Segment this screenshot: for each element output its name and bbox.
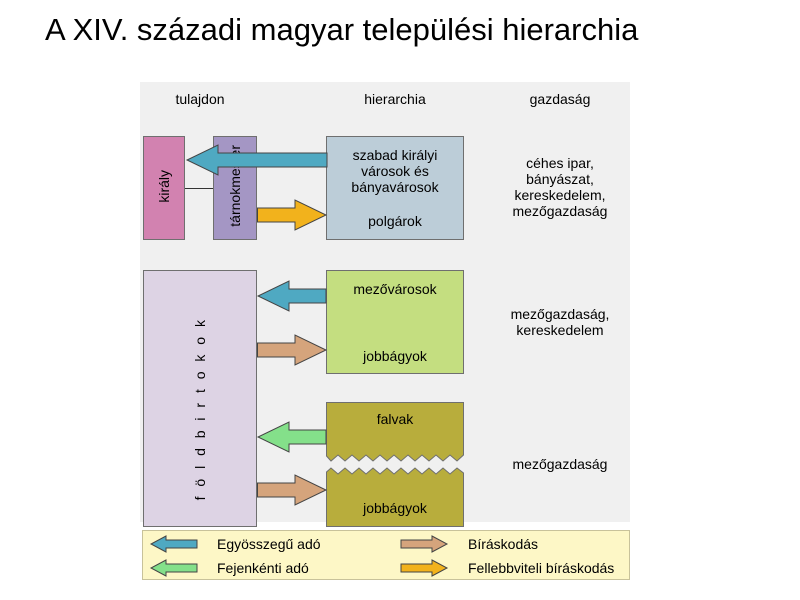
village-people: jobbágyok xyxy=(363,500,427,516)
royal-town-box: szabad királyi városok és bányavárosok p… xyxy=(326,136,464,240)
legend-arrow-orange-icon xyxy=(400,559,449,577)
arrow-jurisdiction-market xyxy=(257,334,328,366)
economy-royal-line2: bányászat, xyxy=(526,171,594,187)
column-header-property: tulajdon xyxy=(175,91,225,107)
legend-arrow-brown-icon xyxy=(400,535,449,553)
royal-town-line3: bányavárosok xyxy=(351,179,439,195)
economy-market-line2: kereskedelem xyxy=(516,322,604,338)
market-town-box: mezővárosok jobbágyok xyxy=(326,270,464,374)
legend xyxy=(142,530,630,580)
arrow-collective-tax-royal xyxy=(185,144,328,176)
royal-town-line2: városok és xyxy=(361,163,429,179)
economy-royal-line4: mezőgazdaság xyxy=(512,203,608,219)
market-town-people: jobbágyok xyxy=(363,348,427,364)
royal-town-people: polgárok xyxy=(368,213,422,229)
legend-collective-tax: Egyösszegű adó xyxy=(217,536,321,552)
king-label: király xyxy=(156,170,172,203)
column-header-hierarchy: hierarchia xyxy=(364,91,426,107)
page-title: A XIV. századi magyar települési hierarc… xyxy=(45,12,639,47)
economy-village: mezőgazdaság xyxy=(500,456,620,472)
village-box-shape xyxy=(326,402,464,527)
economy-market: mezőgazdaság, kereskedelem xyxy=(500,306,620,338)
royal-town-line1: szabad királyi xyxy=(352,147,438,163)
king-box: király xyxy=(143,136,185,240)
legend-arrow-blue-icon xyxy=(149,535,198,553)
arrow-collective-tax-market xyxy=(256,280,327,312)
column-header-economy: gazdaság xyxy=(529,91,591,107)
economy-royal: céhes ipar, bányászat, kereskedelem, mez… xyxy=(500,155,620,219)
legend-per-capita-tax: Fejenkénti adó xyxy=(217,560,309,576)
legend-arrow-green-icon xyxy=(149,559,198,577)
arrow-appeal-royal xyxy=(257,199,328,231)
estates-label: f ö l d b i r t o k o k xyxy=(192,317,208,501)
arrow-per-capita-tax-village xyxy=(256,421,327,453)
king-treasurer-connector xyxy=(185,188,213,189)
economy-market-line1: mezőgazdaság, xyxy=(510,306,610,322)
economy-village-line1: mezőgazdaság xyxy=(512,456,608,472)
market-town-name: mezővárosok xyxy=(353,281,437,297)
village-name: falvak xyxy=(376,411,414,427)
estates-box: f ö l d b i r t o k o k xyxy=(143,270,257,527)
legend-appeal-jurisdiction: Fellebbviteli bíráskodás xyxy=(468,560,615,576)
legend-jurisdiction: Bíráskodás xyxy=(468,536,539,552)
arrow-jurisdiction-village xyxy=(257,474,328,506)
economy-royal-line1: céhes ipar, xyxy=(526,155,594,171)
economy-royal-line3: kereskedelem, xyxy=(514,187,606,203)
